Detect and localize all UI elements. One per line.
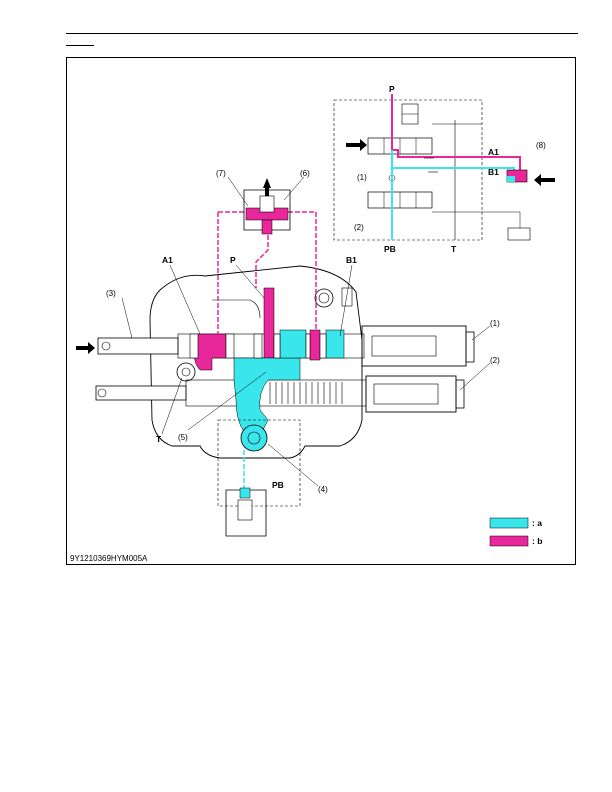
figure-frame bbox=[66, 57, 576, 565]
arrow-right-main-icon bbox=[76, 342, 95, 354]
label-5: (5) bbox=[178, 433, 188, 442]
schematic-inset: P A1 B1 PB T (1) (2) (8) bbox=[333, 84, 555, 254]
label-1: (1) bbox=[490, 319, 500, 328]
figure-caption: 9Y1210369HYM005A bbox=[70, 554, 148, 563]
label-p: P bbox=[230, 255, 236, 265]
label-t: T bbox=[156, 434, 162, 444]
leader-lines bbox=[121, 176, 491, 487]
spool-2 bbox=[95, 375, 465, 413]
return-flow bbox=[233, 329, 345, 490]
detail-bottom bbox=[217, 419, 301, 537]
label-6: (6) bbox=[300, 169, 310, 178]
detail-top bbox=[243, 178, 291, 235]
label-7: (7) bbox=[216, 169, 226, 178]
top-rule bbox=[66, 33, 578, 34]
label-pb-schematic: PB bbox=[384, 244, 396, 254]
spool-1 bbox=[97, 325, 475, 367]
legend-swatch-a bbox=[489, 517, 529, 529]
label-2: (2) bbox=[490, 356, 500, 365]
label-t-schematic: T bbox=[451, 244, 457, 254]
arrow-left-icon bbox=[534, 174, 555, 186]
label-b1: B1 bbox=[346, 255, 357, 265]
legend-swatch-b bbox=[489, 535, 529, 547]
spool-lands bbox=[189, 333, 327, 359]
label-a1: A1 bbox=[162, 255, 173, 265]
label-3: (3) bbox=[106, 289, 116, 298]
legend-label-a: : a bbox=[532, 518, 542, 528]
label-1-schematic: (1) bbox=[357, 173, 367, 182]
section-rule bbox=[66, 45, 94, 46]
label-p-schematic: P bbox=[389, 84, 395, 94]
label-2-schematic: (2) bbox=[354, 223, 364, 232]
label-pb: PB bbox=[272, 480, 284, 490]
arrow-right-icon bbox=[346, 139, 367, 151]
label-a1-schematic: A1 bbox=[488, 147, 499, 157]
label-4: (4) bbox=[318, 485, 328, 494]
label-b1-schematic: B1 bbox=[488, 167, 499, 177]
label-8: (8) bbox=[536, 141, 546, 150]
arrow-up-icon bbox=[263, 178, 271, 188]
legend-label-b: : b bbox=[532, 536, 542, 546]
legend: : a : b bbox=[489, 517, 542, 547]
